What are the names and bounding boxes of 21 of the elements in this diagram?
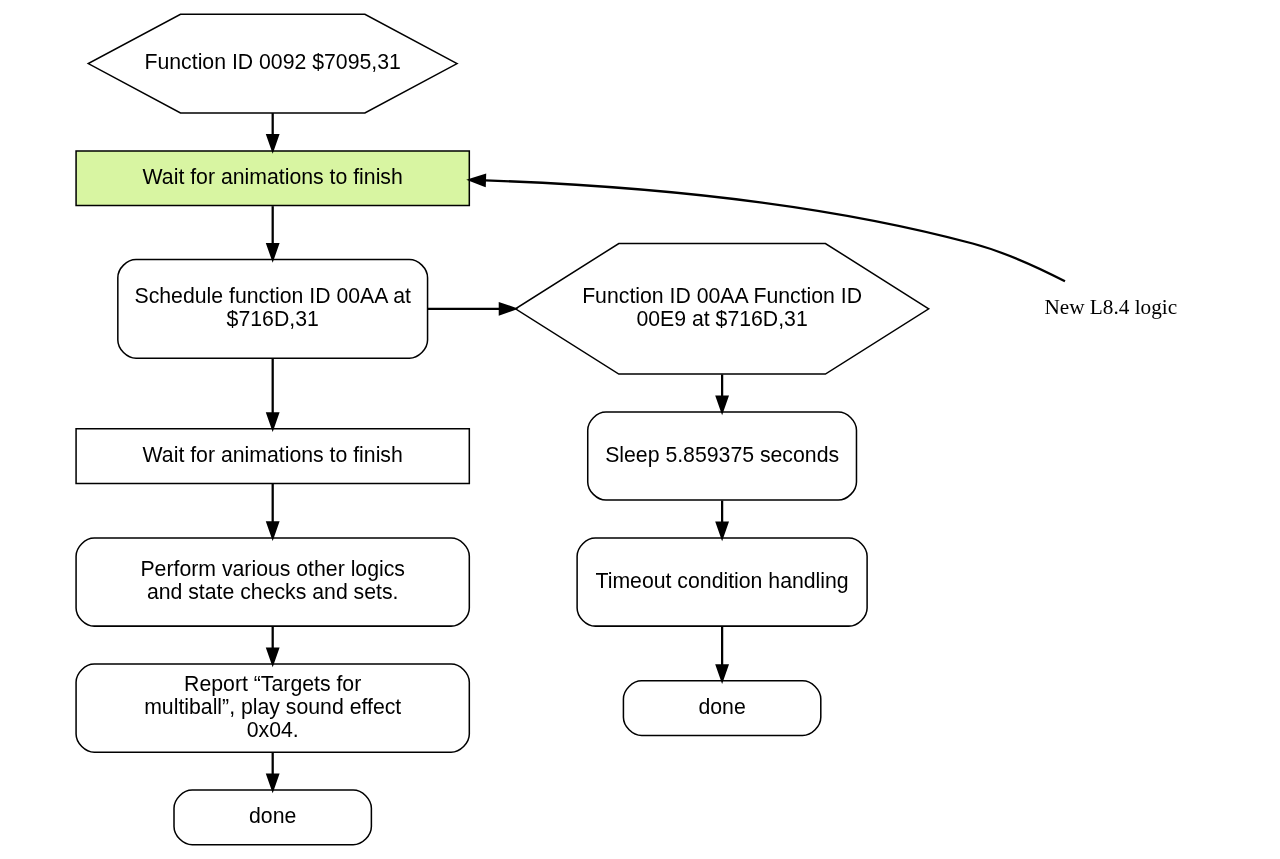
arrow bbox=[714, 500, 729, 542]
arrow bbox=[714, 626, 729, 685]
arrow bbox=[714, 374, 729, 416]
arrow bbox=[265, 626, 280, 668]
node-box: Wait for animations to finish bbox=[74, 150, 470, 207]
node-box: Wait for animations to finish bbox=[74, 428, 470, 485]
arrow bbox=[265, 113, 280, 154]
node-box: done bbox=[622, 680, 822, 737]
node-box: Sleep 5.859375 seconds bbox=[586, 411, 857, 501]
arrow bbox=[465, 173, 1065, 283]
arrow bbox=[265, 752, 280, 794]
arrow bbox=[265, 358, 280, 432]
node-box: Timeout condition handling bbox=[575, 537, 868, 627]
arrow bbox=[265, 206, 280, 263]
arrow bbox=[265, 483, 280, 542]
node-box: Perform various other logics and state checks and sets. bbox=[74, 537, 470, 627]
node-text: New L8.4 logic bbox=[1043, 295, 1177, 320]
node-box: done bbox=[172, 789, 372, 846]
node-box: Report “Targets for multiball”, play sound effect 0x04. bbox=[74, 663, 470, 753]
arrow bbox=[427, 301, 518, 316]
node-box: Schedule function ID 00AA at $716D,31 bbox=[116, 258, 428, 359]
